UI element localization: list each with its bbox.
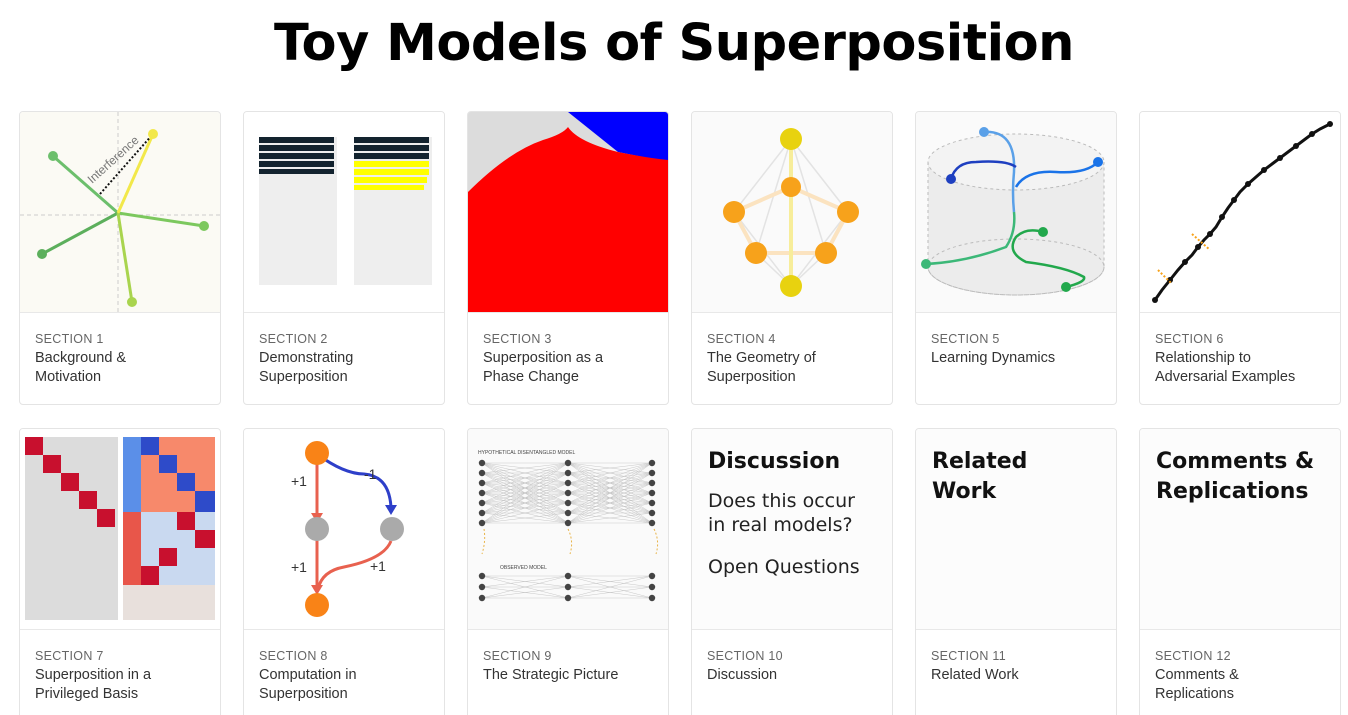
weight-label: -1 xyxy=(364,466,377,482)
cylinder-trajectory-icon xyxy=(921,127,1105,296)
section-number: SECTION 6 xyxy=(1155,332,1224,346)
thumb-text: in real models? xyxy=(708,514,853,536)
thumb-geometry xyxy=(692,112,892,313)
section-title: Background &Motivation xyxy=(35,350,127,385)
thumb-related-work: Related Work xyxy=(916,429,1116,630)
section-number: SECTION 2 xyxy=(259,332,328,346)
thumb-adversarial xyxy=(1140,112,1340,313)
scatter-line-icon xyxy=(1152,121,1333,303)
section-card-10[interactable]: Discussion Does this occur in real model… xyxy=(691,428,893,715)
thumb-heading: Replications xyxy=(1156,479,1309,504)
observed-label: OBSERVED MODEL xyxy=(500,565,547,571)
phase-diagram-icon xyxy=(468,112,668,312)
vector-diagram-icon: Interference xyxy=(20,112,220,312)
thumb-heading: Related xyxy=(932,449,1028,474)
thumb-learning-dynamics xyxy=(916,112,1116,313)
section-title: Comments &Replications xyxy=(1155,667,1239,702)
section-card-12[interactable]: Comments & Replications SECTION 12 Comme… xyxy=(1139,428,1341,715)
section-card-1[interactable]: Interference SECTION 1 Background &Motiv… xyxy=(19,111,221,405)
thumb-demonstrating-superposition xyxy=(244,112,444,313)
weight-label: +1 xyxy=(291,559,307,575)
weight-label: +1 xyxy=(291,473,307,489)
section-number: SECTION 1 xyxy=(35,332,104,346)
circuit-diagram-icon: +1 -1 +1 +1 xyxy=(291,441,404,617)
section-number: SECTION 3 xyxy=(483,332,552,346)
section-number: SECTION 8 xyxy=(259,649,328,663)
section-card-5[interactable]: SECTION 5 Learning Dynamics xyxy=(915,111,1117,405)
thumb-privileged-basis xyxy=(20,429,220,630)
thumb-heading: Comments & xyxy=(1156,449,1315,474)
thumb-phase-change xyxy=(468,112,668,313)
thumb-background-motivation: Interference xyxy=(20,112,220,313)
section-number: SECTION 11 xyxy=(931,649,1007,663)
section-number: SECTION 5 xyxy=(931,332,1000,346)
weight-label: +1 xyxy=(370,558,386,574)
thumb-heading: Discussion xyxy=(708,449,841,474)
thumb-text: Does this occur xyxy=(708,490,855,512)
page-title: Toy Models of Superposition xyxy=(274,14,1074,73)
section-title: Learning Dynamics xyxy=(931,350,1056,366)
thumb-strategic-picture: HYPOTHETICAL DISENTANGLED MODEL OBSERVED… xyxy=(468,429,668,630)
disentangled-label: HYPOTHETICAL DISENTANGLED MODEL xyxy=(478,450,575,456)
heatmap-icon xyxy=(25,437,215,620)
section-number: SECTION 4 xyxy=(707,332,776,346)
section-title: Related Work xyxy=(931,667,1019,683)
thumb-discussion: Discussion Does this occur in real model… xyxy=(692,429,892,630)
thumb-heading: Work xyxy=(932,479,997,504)
section-number: SECTION 12 xyxy=(1155,649,1231,663)
neural-network-icon: HYPOTHETICAL DISENTANGLED MODEL OBSERVED… xyxy=(478,450,659,602)
matrix-bars-icon xyxy=(259,137,432,285)
section-number: SECTION 7 xyxy=(35,649,104,663)
thumb-text: Open Questions xyxy=(708,556,860,578)
thumb-comments: Comments & Replications xyxy=(1140,429,1340,630)
section-title: The Strategic Picture xyxy=(483,667,619,683)
section-number: SECTION 10 xyxy=(707,649,783,663)
section-card-9[interactable]: HYPOTHETICAL DISENTANGLED MODEL OBSERVED… xyxy=(467,428,669,715)
section-title: Discussion xyxy=(707,667,778,683)
thumb-computation: +1 -1 +1 +1 xyxy=(244,429,444,630)
section-number: SECTION 9 xyxy=(483,649,552,663)
section-card-11[interactable]: Related Work SECTION 11 Related Work xyxy=(915,428,1117,715)
bipyramid-icon xyxy=(723,128,859,297)
